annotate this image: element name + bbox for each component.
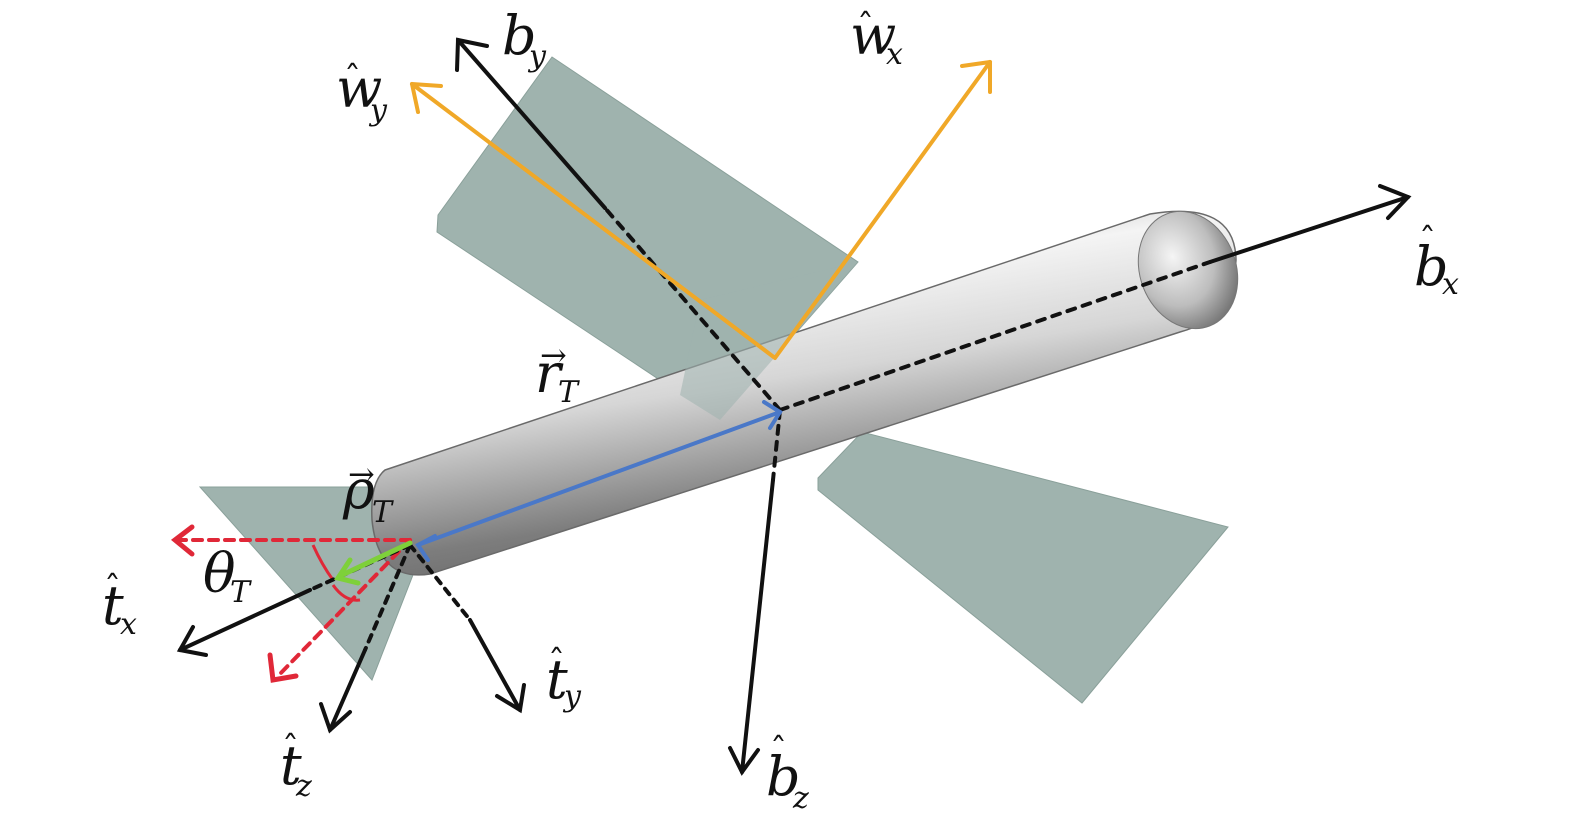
theta-angle-arcs [311,544,361,602]
b-z-arrowhead [728,746,760,776]
svg-text:r: r [535,342,564,405]
label-b-z: ˆ b z [766,731,809,816]
rho-vector [333,540,413,586]
b-x-axis-dashed [778,260,1212,412]
svg-text:ˆ: ˆ [857,7,874,47]
svg-text:y: y [562,679,582,714]
label-b-x: ˆ b x [1414,221,1459,302]
fin-upper-front [680,262,858,420]
t-y-axis [468,618,522,712]
svg-text:ˆ: ˆ [548,643,565,683]
svg-text:ˆ: ˆ [1419,221,1436,261]
svg-text:→: → [540,336,567,374]
svg-text:x: x [120,607,137,642]
svg-text:ˆ: ˆ [282,729,299,769]
svg-text:y: y [527,39,547,74]
svg-text:y: y [368,93,388,128]
b-z-axis-dashed [771,408,782,482]
fin-lower-right [817,431,1229,704]
t-y-axis-dashed [408,543,472,622]
b-z-axis [740,478,775,774]
svg-text:t: t [102,574,124,637]
label-theta-T: θ T [203,542,252,610]
label-w-x: ˆ w x [850,4,903,72]
svg-text:ˆ: ˆ [344,59,361,99]
b-y-axis [456,38,607,210]
svg-text:ˆ: ˆ [104,569,121,609]
label-t-z: ˆ t z [280,729,312,804]
t-x-arrowhead [176,625,208,657]
svg-text:b: b [1414,235,1449,298]
svg-text:b: b [766,745,801,808]
svg-text:x: x [1442,267,1459,302]
label-b-y: ˆ b y [502,0,547,74]
t-z-axis [328,648,367,732]
r-arrowhead-tip [762,400,783,430]
body-axes [455,37,1412,776]
thrust-arrowheads [170,524,299,683]
svg-text:T: T [372,495,394,530]
svg-text:T: T [558,375,580,410]
svg-text:ˆ: ˆ [506,0,523,29]
t-z-arrowhead [319,702,352,734]
svg-text:→: → [348,455,375,493]
w-axes-lines [410,60,992,360]
thrust-dashed-axes [173,538,412,678]
b-x-arrowhead [1378,184,1412,220]
svg-text:x: x [886,37,903,72]
b-y-arrowhead [455,37,489,72]
svg-text:θ: θ [203,542,236,605]
svg-text:z: z [295,769,312,804]
t-z-axis-dashed [363,543,412,652]
label-rho-T: → ρ T [342,455,394,530]
wind-axes [410,60,992,360]
label-t-x: ˆ t x [102,569,137,642]
rho-arrowhead [333,557,361,586]
t-y-arrowhead [495,683,526,714]
svg-text:w: w [850,4,896,67]
svg-text:t: t [280,734,302,797]
r-vector [415,400,783,562]
svg-text:z: z [792,781,809,816]
w-x-arrowhead [960,60,992,94]
label-w-y: ˆ w y [336,57,388,128]
r-arrowhead-tail [415,534,437,562]
svg-text:t: t [546,648,568,711]
svg-text:b: b [502,4,537,67]
b-x-axis [1208,195,1410,264]
svg-text:ρ: ρ [342,458,375,521]
label-r-T: → r T [535,336,580,410]
b-y-axis-dashed [603,206,782,412]
label-t-y: ˆ t y [546,643,582,714]
svg-text:T: T [230,575,252,610]
svg-text:ˆ: ˆ [770,731,787,771]
svg-text:w: w [336,57,382,120]
w-y-arrowhead [410,82,443,114]
t-x-axis [178,588,312,652]
